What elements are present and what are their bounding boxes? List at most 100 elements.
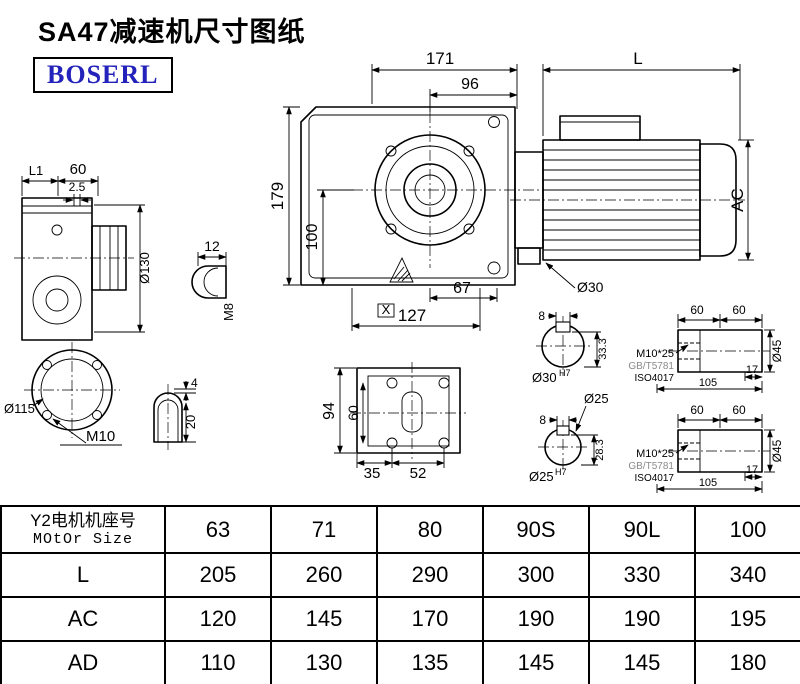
table-cell: 195 (694, 596, 800, 642)
dim-label-4: 4 (191, 376, 198, 390)
table-cell: 90S (482, 505, 590, 554)
flange-view (24, 342, 120, 438)
shaft-section-25: Ø25 8 28.3 Ø25 H7 (529, 391, 609, 484)
label-iso-standard-1: ISO4017 (635, 373, 675, 384)
table-cell: 190 (588, 596, 696, 642)
dim-127: 127 (351, 288, 481, 331)
dim-label-M8: M8 (221, 303, 236, 321)
key-detail-2: 4 20 (153, 376, 198, 450)
dim-179: 179 (268, 106, 300, 286)
dim-label-127: 127 (398, 306, 426, 325)
keyway-30 (555, 321, 571, 333)
table-cell: 340 (694, 552, 800, 598)
row-label-cell: L (0, 552, 166, 598)
dim-AC: AC (728, 139, 754, 261)
motor-size-label-en: MOtOr Size (32, 530, 133, 548)
dim-label-35: 35 (364, 465, 381, 482)
key-shape-2 (153, 392, 183, 443)
technical-drawing: 171 96 L 179 100 AC 67 Ø30 (4, 49, 784, 493)
dim-label-94: 94 (321, 402, 338, 420)
dim-L1-60: L1 60 (21, 161, 99, 196)
foot-outline (356, 367, 461, 454)
dim-L: L (542, 49, 741, 140)
table-cell: 71 (270, 505, 378, 554)
dim-label-L1: L1 (29, 163, 43, 178)
table-cell: 110 (164, 640, 272, 684)
dim-label-28-3: 28.3 (594, 439, 606, 460)
shaft-end-body-1 (677, 329, 763, 373)
dim-label-171: 171 (426, 49, 454, 68)
motor-end-cap (699, 143, 737, 257)
dim-label-dia25H7-sup: H7 (555, 467, 567, 477)
table-cell: 330 (588, 552, 696, 598)
terminal-box (559, 115, 641, 141)
dim-label-60x1: 60 (690, 303, 704, 317)
shaft-end-view-1: 60 60 M10*25 GB/T5781 ISO4017 17 105 Ø45 (628, 303, 784, 393)
brand-logo-text: BOSERL (47, 60, 159, 89)
leader-dia30: Ø30 (545, 262, 604, 295)
table-cell: 260 (270, 552, 378, 598)
dim-label-dia45a: Ø45 (770, 339, 784, 362)
dim-label-dia25: Ø25 (584, 391, 609, 406)
side-housing (21, 197, 93, 341)
dim-label-17b: 17 (746, 464, 758, 476)
motor-size-label-cn: Y2电机机座号 (30, 510, 136, 530)
dim-label-L: L (633, 49, 642, 68)
gearbox-housing (300, 106, 516, 286)
brand-logo-box: BOSERL (33, 57, 173, 93)
dim-label-M10: M10 (86, 428, 115, 445)
dim-label-60-side: 60 (70, 161, 87, 178)
datum-X: X (377, 302, 395, 318)
dim-label-52: 52 (410, 465, 427, 482)
shaft-end-body-2 (677, 429, 763, 473)
dim-dia115: Ø115 (4, 398, 44, 416)
dim-label-60x2: 60 (732, 303, 746, 317)
dim-label-dia25H7: Ø25 (529, 469, 554, 484)
table-row-AD: AD 110 130 135 145 145 180 (0, 640, 800, 684)
table-cell: 120 (164, 596, 272, 642)
label-iso-standard-2: ISO4017 (635, 473, 675, 484)
label-bolt-spec-2: M10*25 (636, 448, 674, 460)
dim-label-105b: 105 (699, 477, 717, 489)
table-cell: 145 (270, 596, 378, 642)
dim-dia130: Ø130 (94, 204, 152, 333)
drain-plug (487, 261, 501, 275)
dim-label-100: 100 (304, 224, 321, 251)
key-shape-1 (191, 265, 227, 299)
page-title: SA47减速机尺寸图纸 (38, 17, 306, 47)
dim-label-8b: 8 (539, 413, 546, 427)
dim-label-2-5: 2.5 (69, 180, 86, 194)
dim-52: 52 (391, 448, 445, 482)
motor-fins (543, 149, 700, 251)
dim-label-60-bottom: 60 (345, 405, 361, 421)
motor-size-header-cell: Y2电机机座号 MOtOr Size (0, 505, 166, 554)
table-cell: 145 (482, 640, 590, 684)
dim-label-dia30H7-sup: H7 (559, 368, 571, 378)
dim-label-60y2: 60 (732, 403, 746, 417)
table-cell: 130 (270, 640, 378, 684)
label-gb-standard-1: GB/T5781 (628, 361, 674, 372)
table-cell: 190 (482, 596, 590, 642)
dim-label-179: 179 (268, 182, 287, 210)
table-cell: 180 (694, 640, 800, 684)
shaft-stub (517, 247, 541, 265)
dim-label-96: 96 (461, 76, 479, 93)
hatch-mark (389, 256, 414, 283)
table-row-AC: AC 120 145 170 190 190 195 (0, 596, 800, 642)
datum-label-X: X (382, 302, 391, 317)
bottom-view (350, 362, 466, 459)
table-cell: 290 (376, 552, 484, 598)
dim-171: 171 (371, 49, 518, 109)
dim-label-20: 20 (183, 415, 198, 429)
table-cell: 145 (588, 640, 696, 684)
row-label-cell: AC (0, 596, 166, 642)
table-cell: 205 (164, 552, 272, 598)
dim-label-8a: 8 (538, 309, 545, 323)
table-cell: 63 (164, 505, 272, 554)
dim-96: 96 (429, 76, 518, 112)
motor-dimension-table: Y2电机机座号 MOtOr Size 63 71 80 90S 90L 100 … (0, 505, 800, 684)
label-bolt-spec-1: M10*25 (636, 348, 674, 360)
key-detail-1: 12 M8 (191, 238, 236, 321)
table-cell: 100 (694, 505, 800, 554)
